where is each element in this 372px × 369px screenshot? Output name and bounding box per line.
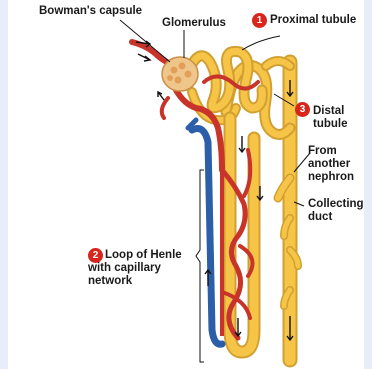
proximal-tubule-badge: 1 xyxy=(252,13,267,28)
vein-shape xyxy=(188,120,222,344)
bowmans-capsule-label: Bowman's capsule xyxy=(39,5,142,18)
glomerulus-label: Glomerulus xyxy=(162,17,226,30)
loop-of-henle-label-line3: network xyxy=(88,275,132,288)
loop-of-henle-badge: 2 xyxy=(88,248,103,263)
distal-tubule-badge: 3 xyxy=(295,102,310,117)
from-another-nephron-label-line1: From xyxy=(308,145,337,158)
collecting-duct-label-line1: Collecting xyxy=(308,198,364,211)
distal-tubule-label-line1: Distal xyxy=(313,105,344,118)
proximal-tubule-label: Proximal tubule xyxy=(270,14,356,27)
artery-shape xyxy=(132,42,258,338)
loop-of-henle-label-line1: Loop of Henle xyxy=(105,249,182,262)
bowmans-capsule-shape xyxy=(162,57,198,91)
loop-of-henle-label-line2: with capillary xyxy=(88,262,161,275)
nephron-diagram: Bowman's capsule Glomerulus 1 Proximal t… xyxy=(8,0,364,369)
collecting-duct-label-line2: duct xyxy=(308,211,332,224)
from-another-nephron-label-line3: nephron xyxy=(308,171,354,184)
from-another-nephron-label-line2: another xyxy=(308,158,350,171)
nephron-illustration xyxy=(8,0,364,369)
distal-tubule-label-line2: tubule xyxy=(313,118,348,131)
